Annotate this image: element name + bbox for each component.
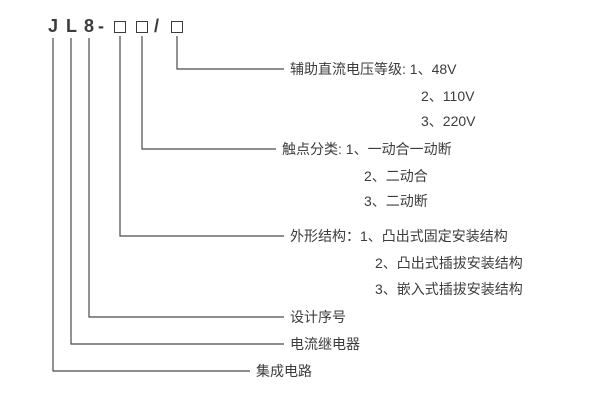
line-structure <box>119 36 284 237</box>
line-design-serial <box>88 38 284 318</box>
design-serial-label: 设计序号 <box>290 309 346 325</box>
line-contacts <box>141 36 276 150</box>
integrated-circuit-label: 集成电路 <box>256 363 312 379</box>
code-dash: - <box>98 16 104 36</box>
structure-line2: 2、凸出式插拔安装结构 <box>375 255 523 271</box>
contacts-line3: 3、二动断 <box>364 193 428 209</box>
aux-voltage-line2: 2、110V <box>421 88 475 104</box>
placeholder-box-contacts <box>136 21 148 33</box>
line-current-relay <box>70 38 284 345</box>
contacts-line1: 触点分类: 1、一动合一动断 <box>282 141 452 157</box>
code-char-j: J <box>48 16 59 36</box>
line-integrated-circuit <box>52 38 250 372</box>
current-relay-label: 电流继电器 <box>290 336 360 352</box>
code-slash: / <box>154 16 160 36</box>
code-char-l: L <box>66 16 77 36</box>
aux-voltage-line1: 辅助直流电压等级: 1、48V <box>290 61 457 77</box>
contacts-line2: 2、二动合 <box>364 168 428 184</box>
placeholder-box-structure <box>114 21 126 33</box>
line-aux-voltage <box>176 36 284 70</box>
aux-voltage-line3: 3、220V <box>421 113 476 129</box>
placeholder-box-voltage <box>171 21 183 33</box>
code-char-8: 8 <box>84 16 95 36</box>
structure-line1: 外形结构：1、凸出式固定安装结构 <box>290 228 508 244</box>
structure-line3: 3、嵌入式插拔安装结构 <box>375 281 523 297</box>
